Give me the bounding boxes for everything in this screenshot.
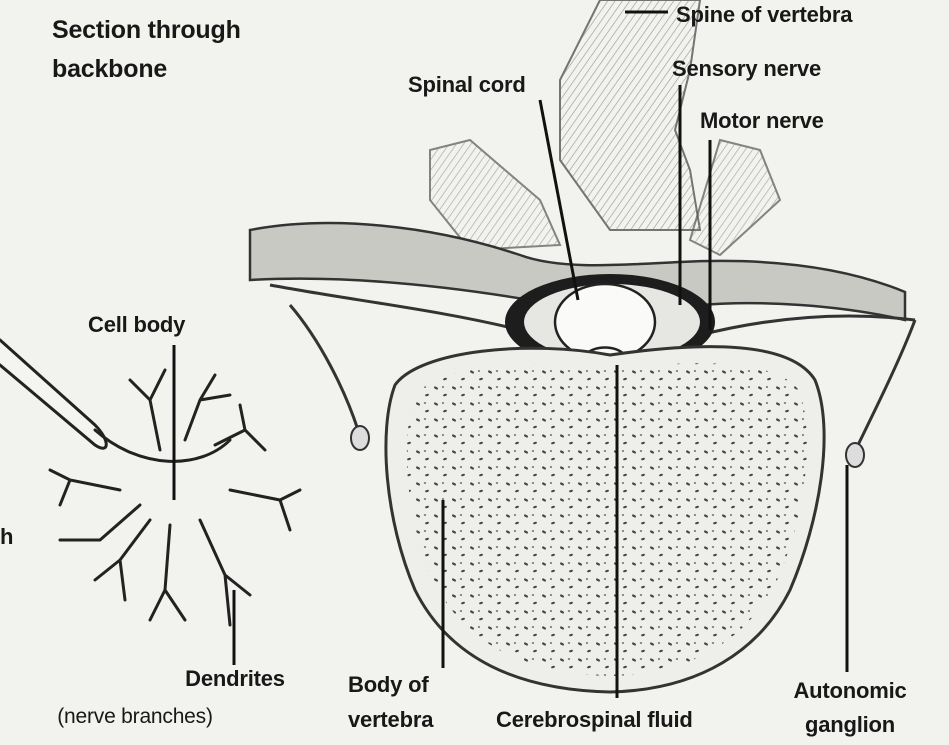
label-autonomic-ganglion-line1: Autonomic bbox=[765, 678, 935, 704]
label-spine-of-vertebra: Spine of vertebra bbox=[676, 2, 852, 28]
label-body-of-vertebra-line2: vertebra bbox=[348, 707, 433, 733]
diagram-title-line2: backbone bbox=[52, 54, 167, 84]
left-ganglion-stalk bbox=[290, 305, 358, 430]
label-dendrites-line2: (nerve branches) bbox=[0, 704, 270, 730]
label-cerebrospinal-fluid: Cerebrospinal fluid bbox=[496, 707, 693, 733]
label-dendrites-line1: Dendrites bbox=[100, 666, 370, 692]
right-articular-process bbox=[690, 140, 780, 255]
right-autonomic-ganglion bbox=[846, 443, 864, 467]
label-spinal-cord: Spinal cord bbox=[408, 72, 526, 98]
diagram-title-line1: Section through bbox=[52, 15, 241, 45]
label-autonomic-ganglion-line2: ganglion bbox=[765, 712, 935, 738]
neuron-drawing bbox=[0, 340, 300, 625]
right-ganglion-stalk bbox=[858, 320, 915, 445]
label-sensory-nerve: Sensory nerve bbox=[672, 56, 821, 82]
label-body-of-vertebra-line1: Body of bbox=[348, 672, 428, 698]
cell-body-outline bbox=[95, 430, 230, 461]
axon-tube bbox=[0, 340, 106, 448]
left-autonomic-ganglion bbox=[351, 426, 369, 450]
label-dendrites: Dendrites bbox=[100, 666, 370, 692]
label-cropped-fragment: h bbox=[0, 524, 13, 550]
label-cell-body: Cell body bbox=[88, 312, 185, 338]
label-motor-nerve: Motor nerve bbox=[700, 108, 824, 134]
left-articular-process bbox=[430, 140, 560, 250]
